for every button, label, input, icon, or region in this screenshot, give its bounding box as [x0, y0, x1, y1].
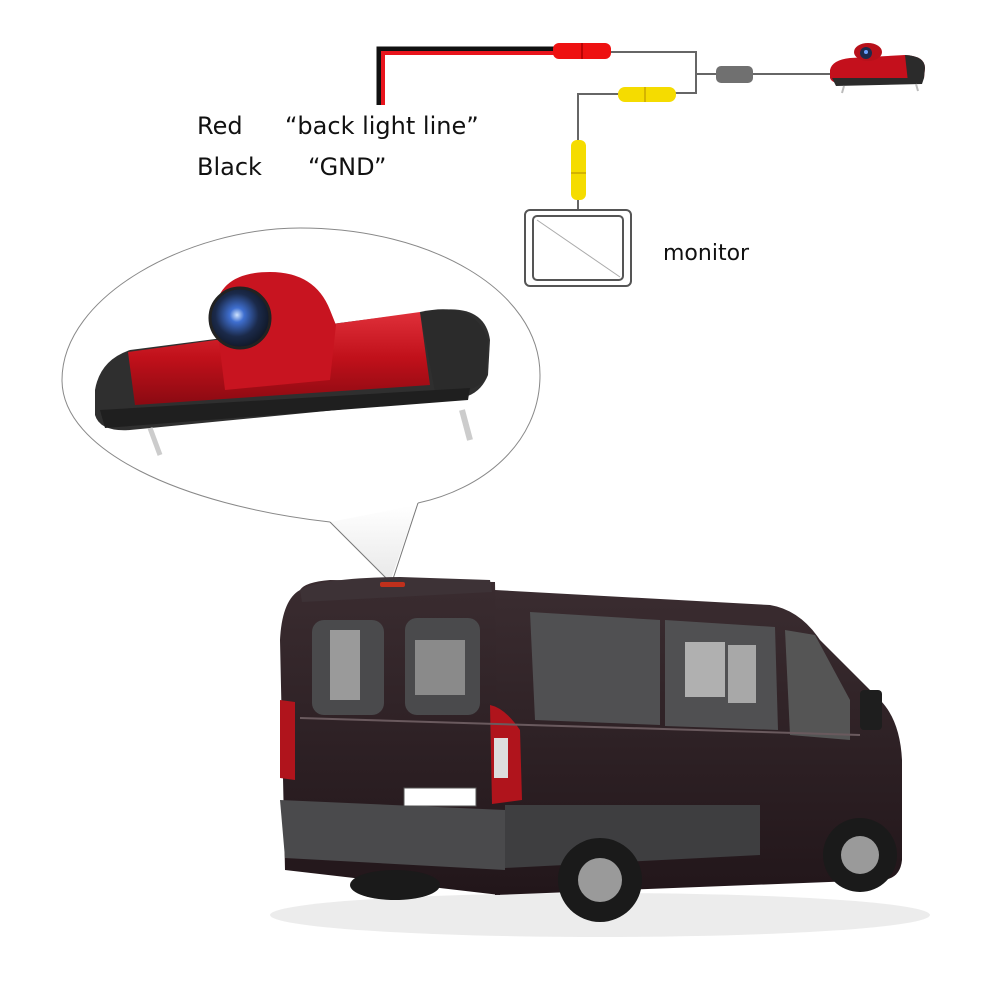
black-wire-function: “GND” — [308, 153, 387, 181]
camera-thumbnail — [830, 43, 925, 94]
brake-light-camera — [95, 272, 490, 456]
junction-box — [716, 66, 753, 83]
monitor-icon — [524, 209, 632, 287]
black-wire-label: Black — [197, 153, 262, 181]
monitor-label: monitor — [663, 241, 750, 266]
yellow-connector-horizontal — [618, 87, 676, 102]
van-illustration — [270, 577, 930, 937]
signal-cables — [577, 51, 830, 210]
power-wire — [376, 46, 560, 105]
red-wire-label: Red — [197, 112, 243, 140]
red-connector — [553, 43, 611, 59]
yellow-connector-vertical — [571, 140, 586, 200]
red-wire-function: “back light line” — [285, 112, 479, 140]
